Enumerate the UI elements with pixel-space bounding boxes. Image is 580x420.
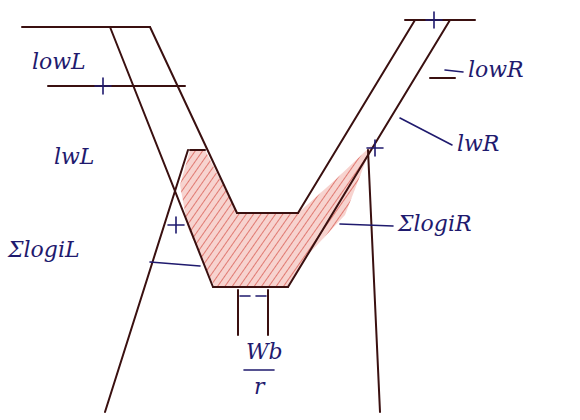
leader-line: [445, 70, 463, 72]
dimension-label: r: [252, 375, 267, 399]
root-line: [213, 286, 288, 288]
extension-line: [267, 290, 269, 335]
fraction-bar: [244, 369, 274, 371]
plate-surface: [22, 26, 150, 28]
dimension-label: lwR: [455, 132, 501, 156]
point-mark: [426, 12, 442, 28]
plate-surface: [48, 85, 185, 87]
leader-line: [150, 262, 200, 266]
dimension-label: Wb: [244, 340, 285, 364]
dimension-label: lwL: [52, 145, 96, 169]
point-mark: [367, 140, 383, 156]
leader-line: [340, 224, 393, 226]
bead-edge: [190, 149, 205, 151]
point-mark: [168, 217, 184, 233]
groove-face: [150, 27, 237, 213]
root-line: [237, 212, 298, 214]
dimension-label: lowL: [30, 50, 88, 74]
leader-line: [400, 118, 452, 145]
groove-face: [298, 20, 415, 213]
extension-line: [105, 150, 188, 412]
dimension-label: lowR: [466, 58, 526, 82]
width-arrows: [240, 295, 266, 297]
dimension-label: ΣlogiL: [6, 238, 82, 262]
extension-line: [368, 150, 380, 412]
groove-face: [110, 27, 213, 287]
dimension-label: ΣlogiR: [396, 212, 474, 236]
extension-line: [237, 290, 239, 335]
point-mark: [95, 78, 111, 94]
plate-surface: [430, 77, 455, 79]
weld-area: [180, 145, 372, 288]
